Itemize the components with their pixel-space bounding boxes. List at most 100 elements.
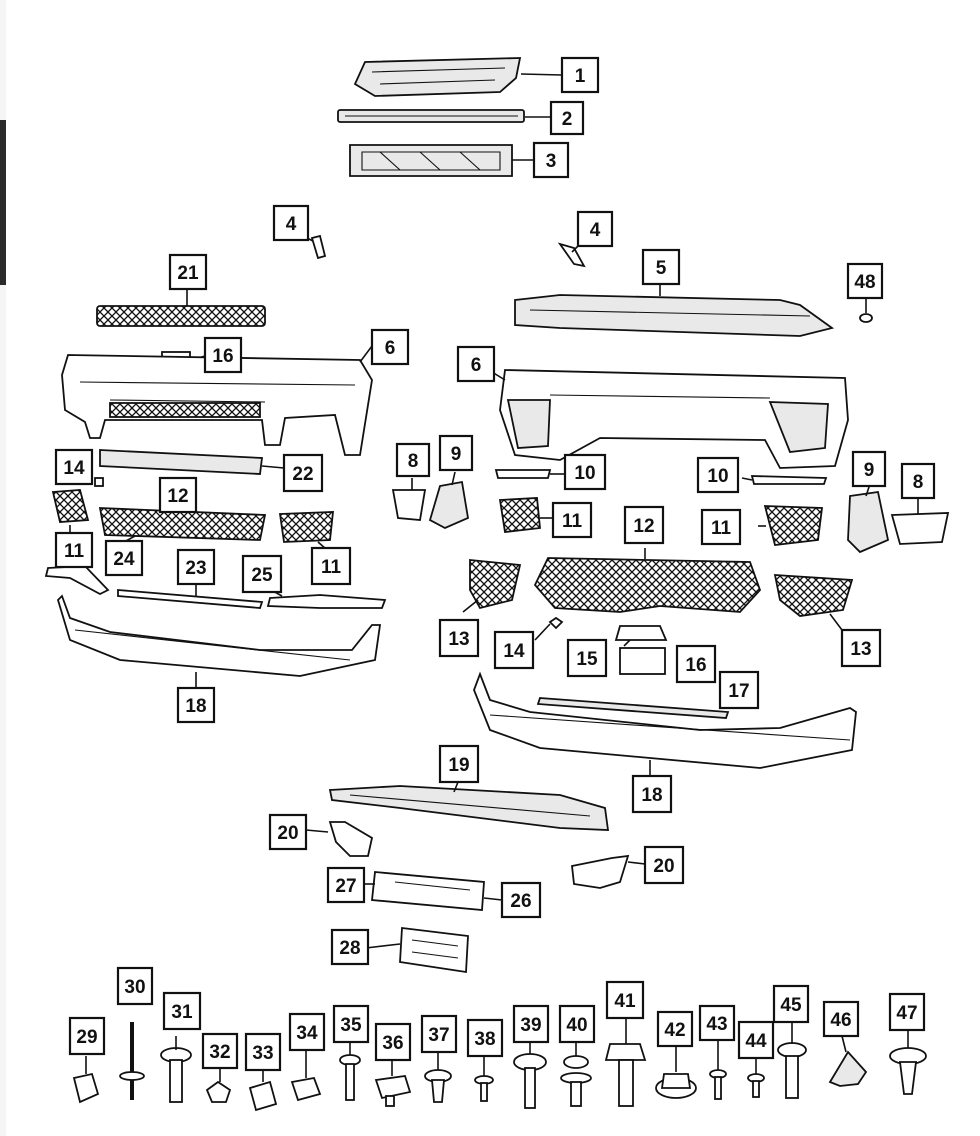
part-13-fog-bezel-right — [773, 574, 854, 617]
callout-c15: 15 — [566, 638, 608, 678]
callout-number: 11 — [562, 511, 583, 532]
callout-number: 38 — [474, 1029, 495, 1050]
part-22-trim-strip — [99, 449, 264, 475]
callout-number: 35 — [340, 1015, 362, 1036]
callout-number: 39 — [520, 1015, 541, 1036]
callout-box — [158, 476, 198, 514]
callout-box — [549, 100, 585, 136]
part-11-insert-right-a — [498, 497, 541, 533]
callout-box — [696, 456, 740, 494]
callout-box — [438, 744, 480, 784]
callout-number: 44 — [745, 1031, 767, 1052]
callout-box — [512, 1004, 550, 1044]
callout-c13b: 13 — [840, 628, 882, 668]
callout-number: 11 — [321, 557, 342, 578]
callout-number: 11 — [711, 518, 732, 539]
callout-number: 31 — [171, 1002, 193, 1023]
callout-box — [737, 1020, 775, 1060]
callout-number: 11 — [64, 541, 85, 562]
callout-number: 12 — [167, 486, 188, 507]
callout-number: 3 — [546, 151, 557, 172]
callout-number: 47 — [896, 1003, 917, 1024]
part-39-screw — [513, 1053, 547, 1109]
callout-number: 2 — [562, 109, 573, 130]
callout-c39: 39 — [512, 1004, 550, 1044]
callout-number: 8 — [913, 472, 924, 493]
callout-number: 33 — [252, 1043, 273, 1064]
callout-number: 6 — [471, 355, 482, 376]
callout-box — [332, 1004, 370, 1044]
callout-number: 25 — [251, 565, 273, 586]
part-30-push-pin — [119, 1022, 145, 1100]
callout-number: 42 — [664, 1020, 685, 1041]
callout-box — [374, 1022, 412, 1062]
part-9-duct-right — [847, 490, 890, 554]
callout-box — [68, 1016, 106, 1056]
callout-c43: 43 — [698, 1004, 736, 1042]
part-1-upper-shield — [353, 57, 522, 97]
part-48-nut — [859, 313, 873, 323]
callout-box — [54, 448, 94, 486]
part-47-push-clip — [889, 1047, 927, 1095]
callout-box — [532, 141, 570, 179]
callout-c37: 37 — [420, 1014, 458, 1054]
part-4-bracket-right — [557, 242, 586, 268]
callout-box — [563, 453, 607, 491]
callout-box — [201, 1032, 239, 1070]
callout-box — [560, 56, 600, 94]
callout-c4a: 4 — [272, 204, 310, 242]
callout-number: 4 — [286, 214, 297, 235]
callout-c48: 48 — [846, 262, 884, 300]
callout-number: 8 — [408, 451, 419, 472]
callout-box — [241, 554, 283, 594]
callout-c8b: 8 — [900, 462, 936, 500]
part-12-main-grille — [533, 557, 762, 613]
callout-c26: 26 — [500, 881, 542, 919]
callout-c25: 25 — [241, 554, 283, 594]
callout-c10b: 10 — [696, 456, 740, 494]
callout-number: 20 — [277, 823, 298, 844]
callout-box — [54, 531, 94, 569]
part-9-duct-left — [428, 480, 470, 529]
callout-number: 48 — [854, 272, 875, 293]
callout-box — [700, 508, 742, 546]
callout-c33: 33 — [244, 1032, 282, 1072]
part-14-clip-right — [548, 616, 564, 630]
callout-number: 17 — [728, 681, 749, 702]
callout-number: 41 — [614, 991, 636, 1012]
part-10-clip-right — [750, 475, 828, 485]
callout-c16a: 16 — [203, 336, 243, 374]
callout-c14b: 14 — [493, 630, 535, 670]
part-2-upper-crossmember — [337, 109, 525, 123]
callout-c11c: 11 — [551, 501, 593, 539]
callout-number: 15 — [576, 649, 598, 670]
callout-c12a: 12 — [158, 476, 198, 514]
callout-number: 13 — [448, 629, 469, 650]
callout-number: 1 — [575, 66, 586, 87]
part-20-end-cap-right — [571, 854, 630, 889]
part-11-insert-left-a — [51, 489, 90, 523]
callout-box — [631, 774, 673, 814]
callout-box — [643, 845, 685, 885]
part-23-lower-molding — [117, 589, 264, 609]
callout-c10a: 10 — [563, 453, 607, 491]
callout-number: 30 — [124, 977, 145, 998]
callout-c6a: 6 — [370, 328, 410, 366]
callout-c11b: 11 — [310, 546, 352, 586]
callout-box — [558, 1004, 596, 1044]
callout-number: 20 — [653, 856, 674, 877]
callout-number: 34 — [296, 1023, 318, 1044]
callout-box — [176, 548, 216, 586]
callout-box — [395, 442, 431, 478]
callout-number: 14 — [503, 641, 525, 662]
callout-c21: 21 — [168, 253, 208, 291]
callout-number: 19 — [448, 755, 469, 776]
part-4-bracket-left — [310, 234, 327, 260]
callout-c12b: 12 — [623, 505, 665, 545]
part-33-u-nut — [248, 1080, 278, 1112]
callout-number: 16 — [685, 655, 706, 676]
callout-box — [822, 1000, 860, 1038]
callout-number: 18 — [185, 696, 206, 717]
callout-box — [656, 1010, 694, 1048]
